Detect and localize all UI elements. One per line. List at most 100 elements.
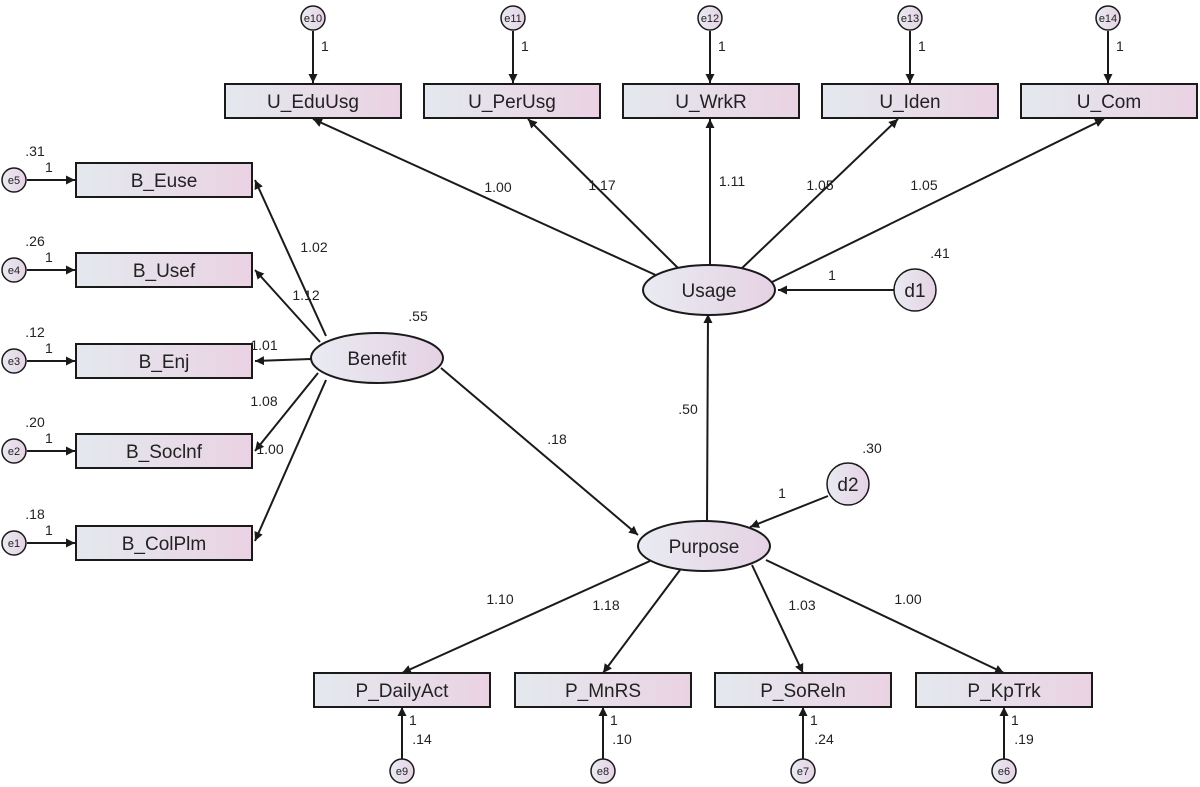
node-u-perusg-label: U_PerUsg — [468, 92, 556, 113]
path-usage-com — [769, 118, 1105, 284]
node-u-eduusg[interactable]: U_EduUsg — [224, 83, 402, 119]
observed-variables: U_EduUsg U_PerUsg U_WrkR U_Iden U_Com B_… — [75, 83, 1198, 708]
path-purpose-soreln — [751, 564, 804, 674]
node-b-usef-label: B_Usef — [133, 261, 196, 282]
node-usage[interactable]: Usage — [642, 264, 776, 316]
node-p-dailyact[interactable]: P_DailyAct — [313, 672, 491, 708]
epath-e11: 1 — [521, 38, 529, 54]
error-e1[interactable]: e1 — [1, 530, 27, 556]
node-b-enj-label: B_Enj — [139, 352, 190, 373]
coef-d2-purpose: 1 — [778, 485, 786, 501]
coef-benefit-socinf: 1.08 — [250, 393, 277, 409]
error-e12-label: e12 — [701, 13, 719, 25]
epath-e2: 1 — [45, 430, 53, 446]
node-u-com[interactable]: U_Com — [1020, 83, 1198, 119]
node-u-com-label: U_Com — [1077, 92, 1141, 113]
variance-labels: .55 .41 .30 .31 .26 .12 .20 .18 .14 .10 … — [25, 143, 1034, 747]
path-d2-purpose — [749, 495, 829, 528]
paths-layer — [27, 31, 1113, 760]
epath-e13: 1 — [918, 38, 926, 54]
variance-d2: .30 — [862, 440, 882, 456]
error-terms: e10 e11 e12 e13 e14 e5 e4 e3 e2 e1 e9 e8… — [1, 5, 1121, 784]
path-usage-eduusg — [312, 118, 661, 278]
coef-benefit-usef: 1.12 — [292, 287, 319, 303]
variance-e4: .26 — [25, 233, 45, 249]
coef-purpose-kptrk: 1.00 — [894, 591, 921, 607]
node-b-euse[interactable]: B_Euse — [75, 162, 253, 198]
epath-e1: 1 — [45, 522, 53, 538]
coefficient-labels: 1.00 1.17 1.11 1.05 1.05 1 1.02 1.12 1.0… — [250, 173, 937, 613]
node-u-wrkr[interactable]: U_WrkR — [622, 83, 800, 119]
variance-e6: .19 — [1014, 731, 1034, 747]
error-e7[interactable]: e7 — [790, 758, 816, 784]
node-u-perusg[interactable]: U_PerUsg — [423, 83, 601, 119]
coef-benefit-colplm: 1.00 — [256, 441, 283, 457]
node-b-usef[interactable]: B_Usef — [75, 252, 253, 288]
node-u-eduusg-label: U_EduUsg — [267, 92, 359, 113]
error-e10[interactable]: e10 — [300, 5, 326, 31]
error-e3[interactable]: e3 — [1, 348, 27, 374]
coef-usage-wrkr: 1.11 — [719, 173, 745, 189]
error-e4-label: e4 — [8, 265, 20, 277]
node-b-enj[interactable]: B_Enj — [75, 343, 253, 379]
error-e9-label: e9 — [396, 766, 408, 778]
path-benefit-socinf — [254, 372, 319, 452]
node-b-colplm[interactable]: B_ColPlm — [75, 525, 253, 561]
node-usage-label: Usage — [682, 281, 737, 302]
node-p-kptrk-label: P_KpTrk — [967, 681, 1041, 702]
node-p-mnrs-label: P_MnRS — [565, 681, 641, 702]
path-purpose-usage — [703, 313, 713, 523]
coef-purpose-usage: .50 — [678, 401, 698, 417]
error-e6-label: e6 — [998, 766, 1010, 778]
error-e9[interactable]: e9 — [389, 758, 415, 784]
variance-e3: .12 — [25, 324, 45, 340]
error-e8-label: e8 — [597, 766, 609, 778]
path-benefit-colplm — [254, 379, 327, 542]
node-b-socinf[interactable]: B_Soclnf — [75, 433, 253, 469]
node-p-mnrs[interactable]: P_MnRS — [514, 672, 692, 708]
epath-e12: 1 — [718, 38, 726, 54]
error-e6[interactable]: e6 — [991, 758, 1017, 784]
coef-purpose-soreln: 1.03 — [788, 597, 815, 613]
path-purpose-dailyact — [401, 560, 651, 674]
error-e5[interactable]: e5 — [1, 167, 27, 193]
path-benefit-usef — [254, 269, 321, 343]
node-d2[interactable]: d2 — [826, 462, 870, 506]
latent-variables: Usage Benefit Purpose — [310, 264, 776, 572]
variance-e8: .10 — [612, 731, 632, 747]
error-e14-label: e14 — [1099, 13, 1117, 25]
error-e14[interactable]: e14 — [1095, 5, 1121, 31]
path-purpose-mnrs — [602, 569, 681, 674]
node-d1[interactable]: d1 — [893, 268, 937, 312]
node-p-soreln[interactable]: P_SoReln — [714, 672, 892, 708]
error-e8[interactable]: e8 — [590, 758, 616, 784]
error-e1-label: e1 — [8, 538, 20, 550]
variance-e9: .14 — [412, 731, 432, 747]
error-e13[interactable]: e13 — [897, 5, 923, 31]
variance-benefit: .55 — [408, 308, 428, 324]
node-b-euse-label: B_Euse — [131, 171, 198, 192]
node-purpose-label: Purpose — [669, 537, 740, 558]
error-e3-label: e3 — [8, 356, 20, 368]
error-e13-label: e13 — [901, 13, 919, 25]
error-e11[interactable]: e11 — [500, 5, 526, 31]
error-e2[interactable]: e2 — [1, 438, 27, 464]
node-b-colplm-label: B_ColPlm — [122, 534, 206, 555]
path-usage-iden — [739, 118, 899, 271]
error-e4[interactable]: e4 — [1, 257, 27, 283]
error-e12[interactable]: e12 — [697, 5, 723, 31]
node-p-kptrk[interactable]: P_KpTrk — [915, 672, 1093, 708]
coef-benefit-enj: 1.01 — [250, 337, 277, 353]
node-benefit[interactable]: Benefit — [310, 332, 444, 384]
coef-usage-eduusg: 1.00 — [484, 179, 511, 195]
epath-e5: 1 — [45, 159, 53, 175]
error-path-labels: 1 1 1 1 1 1 1 1 1 1 1 1 1 1 — [45, 38, 1124, 728]
node-p-dailyact-label: P_DailyAct — [356, 681, 450, 702]
path-benefit-enj — [254, 356, 312, 366]
coef-benefit-purpose: .18 — [547, 431, 567, 447]
error-e10-label: e10 — [304, 13, 322, 25]
node-purpose[interactable]: Purpose — [637, 520, 771, 572]
coef-usage-iden: 1.05 — [806, 177, 833, 193]
node-u-iden[interactable]: U_Iden — [821, 83, 999, 119]
path-usage-perusg — [527, 118, 681, 271]
